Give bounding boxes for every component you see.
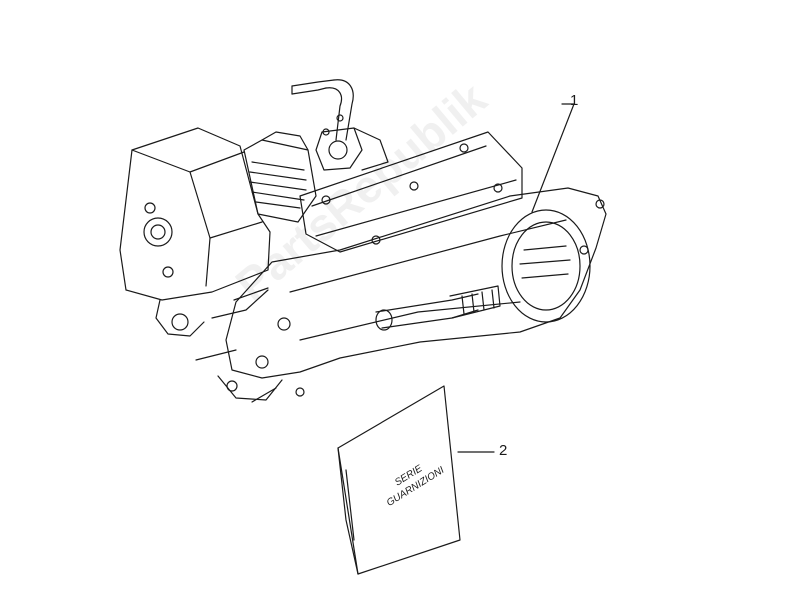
clutch-cover bbox=[501, 199, 605, 323]
fan-cover bbox=[119, 127, 271, 337]
carburettor bbox=[291, 79, 389, 171]
kick-start-lever bbox=[375, 285, 501, 331]
variator-cover bbox=[217, 187, 607, 401]
callout-number-1: 1 bbox=[570, 92, 579, 109]
air-box bbox=[299, 131, 523, 253]
engine-assembly bbox=[119, 79, 607, 403]
gasket-envelope bbox=[337, 385, 461, 575]
leader-line-1 bbox=[531, 103, 575, 213]
callout-number-2: 2 bbox=[499, 442, 508, 459]
cylinder-head bbox=[243, 131, 317, 223]
cables bbox=[195, 287, 277, 403]
